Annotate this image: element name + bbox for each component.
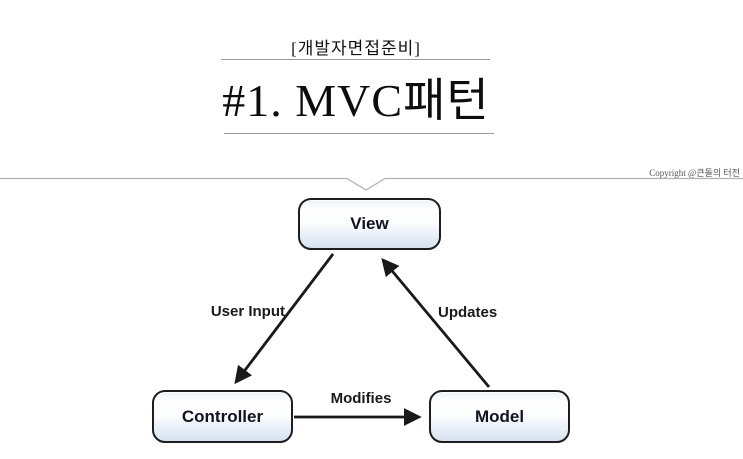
section-divider-notch	[0, 177, 743, 191]
node-controller: Controller	[152, 390, 293, 443]
edge-updates	[381, 257, 491, 388]
node-controller-label: Controller	[181, 406, 264, 426]
edge-label-updates: Updates	[438, 304, 498, 321]
page-title: #1. MVC패턴	[222, 75, 490, 126]
node-model-label: Model	[474, 406, 525, 426]
edge-label-user-input: User Input	[210, 303, 285, 320]
edge-label-modifies: Modifies	[330, 390, 392, 407]
node-view: View	[298, 198, 441, 250]
node-model: Model	[429, 390, 570, 443]
blog-category-title: [개발자면접준비]	[291, 39, 421, 58]
header-rule-top	[221, 59, 490, 60]
copyright-text: Copyright @큰돌의 터전	[649, 168, 740, 178]
header-rule-bottom	[224, 133, 494, 134]
node-view-label: View	[350, 214, 389, 233]
